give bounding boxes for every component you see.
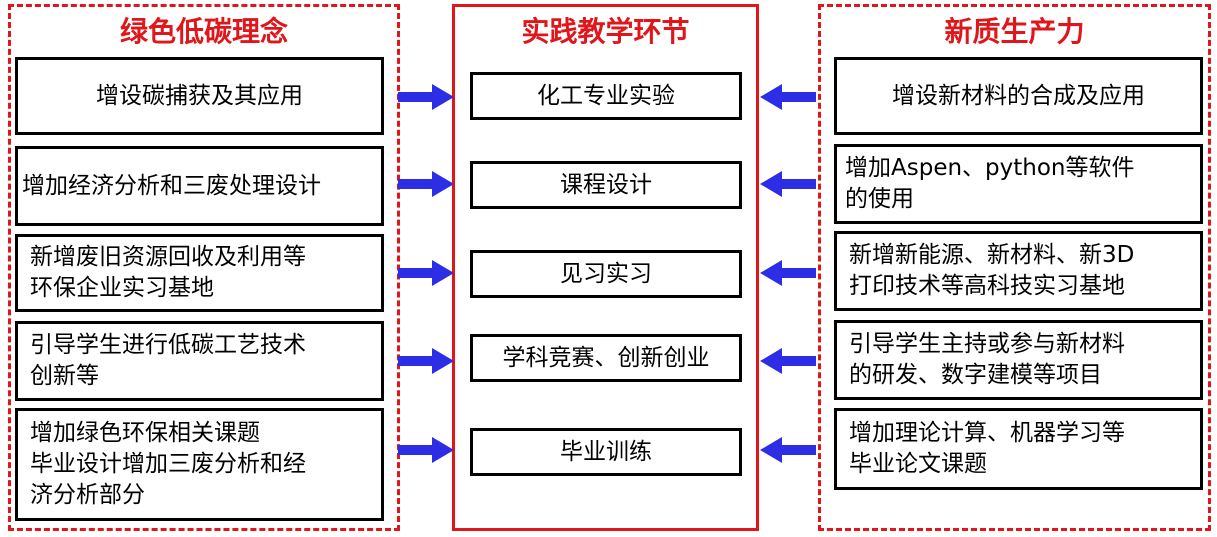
right-item-5: 增加理论计算、机器学习等 毕业论文课题 xyxy=(834,408,1203,490)
left-item-3: 新增废旧资源回收及利用等 环保企业实习基地 xyxy=(15,234,384,312)
left-item-4-text: 引导学生进行低碳工艺技术 创新等 xyxy=(30,332,306,389)
center-item-3-text: 见习实习 xyxy=(560,260,652,287)
left-arrow-icon xyxy=(760,348,816,374)
right-item-5-text: 增加理论计算、机器学习等 毕业论文课题 xyxy=(849,420,1125,477)
center-item-1-text: 化工专业实验 xyxy=(537,82,675,109)
left-item-5: 增加绿色环保相关课题 毕业设计增加三废分析和经 济分析部分 xyxy=(15,408,384,521)
left-arrow-icon xyxy=(760,171,816,197)
left-arrow-icon xyxy=(760,437,816,463)
center-item-4-text: 学科竞赛、创新创业 xyxy=(502,344,710,371)
green-low-carbon-panel: 绿色低碳理念 xyxy=(8,4,400,531)
right-arrow-icon xyxy=(398,348,454,374)
right-arrow-icon xyxy=(398,437,454,463)
new-productivity-panel: 新质生产力 xyxy=(818,4,1211,531)
center-item-1: 化工专业实验 xyxy=(470,72,742,120)
right-item-3-text: 新增新能源、新材料、新3D 打印技术等高科技实习基地 xyxy=(849,242,1135,299)
right-item-4: 引导学生主持或参与新材料 的研发、数字建模等项目 xyxy=(834,320,1203,400)
practice-teaching-panel: 实践教学环节 xyxy=(452,4,759,531)
right-arrow-icon xyxy=(398,171,454,197)
center-item-2-text: 课程设计 xyxy=(560,171,652,198)
right-panel-title: 新质生产力 xyxy=(944,15,1085,48)
center-item-5: 毕业训练 xyxy=(470,428,742,476)
right-item-4-text: 引导学生主持或参与新材料 的研发、数字建模等项目 xyxy=(849,331,1125,388)
left-item-3-text: 新增废旧资源回收及利用等 环保企业实习基地 xyxy=(30,244,306,301)
left-item-4: 引导学生进行低碳工艺技术 创新等 xyxy=(15,321,384,401)
left-panel-title: 绿色低碳理念 xyxy=(119,15,288,48)
center-item-5-text: 毕业训练 xyxy=(560,438,652,465)
right-arrow-icon xyxy=(398,260,454,286)
right-item-1: 增设新材料的合成及应用 xyxy=(834,57,1203,135)
center-panel-title: 实践教学环节 xyxy=(521,15,690,48)
center-item-4: 学科竞赛、创新创业 xyxy=(470,334,742,382)
right-item-3: 新增新能源、新材料、新3D 打印技术等高科技实习基地 xyxy=(834,231,1203,311)
left-item-1: 增设碳捕获及其应用 xyxy=(15,57,384,135)
left-item-2: 增加经济分析和三废处理设计 xyxy=(15,146,384,226)
right-arrow-icon xyxy=(398,84,454,110)
right-item-2: 增加Aspen、python等软件 的使用 xyxy=(834,144,1203,224)
left-arrow-icon xyxy=(760,84,816,110)
left-item-1-text: 增设碳捕获及其应用 xyxy=(96,82,303,109)
center-item-3: 见习实习 xyxy=(470,250,742,298)
left-item-5-text: 增加绿色环保相关课题 毕业设计增加三废分析和经 济分析部分 xyxy=(30,420,306,508)
right-item-2-text: 增加Aspen、python等软件 的使用 xyxy=(845,155,1135,212)
left-arrow-icon xyxy=(760,260,816,286)
center-item-2: 课程设计 xyxy=(470,161,742,209)
left-item-2-text: 增加经济分析和三废处理设计 xyxy=(22,172,321,199)
right-item-1-text: 增设新材料的合成及应用 xyxy=(892,82,1145,109)
